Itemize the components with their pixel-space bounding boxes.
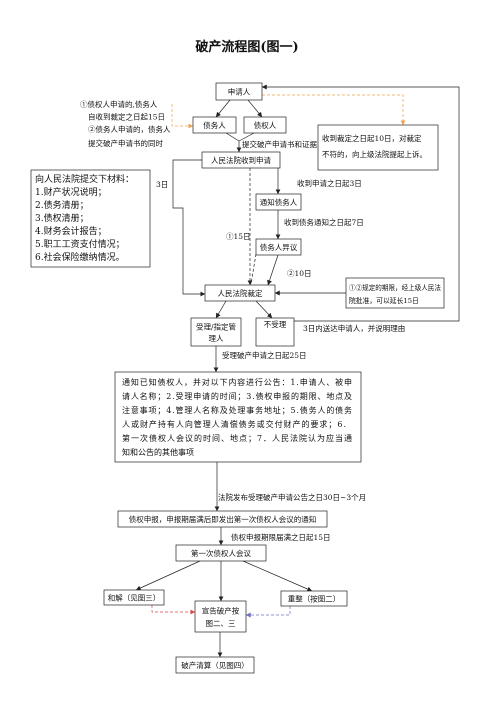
arrow-objection-to-ruling-dashed [250, 253, 257, 285]
node-debtor-objection: 债务人异议 [255, 238, 302, 256]
label-3-days: 3日 [156, 180, 168, 189]
node-applicant: 申请人 [215, 82, 263, 101]
node-bankruptcy: 宣告破产按 图二、三 [194, 600, 247, 633]
announcement-line-4: 人或财产持有人向管理人清偿债务或交付财产的要求；6. [122, 419, 346, 429]
node-accept-label-line-2: 理人 [209, 334, 224, 343]
node-notify-debtor: 通知债务人 [255, 193, 302, 211]
debtor-note-line-4: 提交破产申请书的同时 [88, 138, 163, 148]
node-creditor: 债权人 [243, 116, 287, 134]
extension-box: ①②规定的期限，经上级人民法 院批准，可以延长15日 [345, 277, 445, 309]
node-court-received-label: 人民法院收到申请 [211, 155, 271, 165]
arrow-meeting-to-reorganization [242, 560, 313, 592]
label-period-10: ②10日 [287, 269, 312, 278]
materials-box: 向人民法院提交下材料： 1.财产状况说明； 2.债务清册； 3.债权清册； 4.… [30, 169, 151, 268]
appeal-line-2: 不符的，向上级法院提起上诉。 [322, 149, 427, 159]
materials-line-2: 1.财产状况说明； [35, 186, 107, 198]
appeal-line-1: 收到裁定之日起10日，对裁定 [322, 133, 422, 143]
node-announcement: 通知已知债权人，并对以下内容进行公告：1.申请人、被申 请人名称；2.受理申请的… [114, 371, 362, 463]
announcement-line-6: 知和公告的其他事项 [122, 447, 194, 457]
arrow-applicant-to-appeal-box [262, 94, 406, 126]
materials-line-1: 向人民法院提交下材料： [35, 173, 134, 185]
arrow-applicant-to-debtor [215, 99, 231, 118]
node-settlement: 和解（见图三） [103, 589, 165, 606]
node-reorganization: 重整（按图二） [280, 590, 348, 607]
node-bankruptcy-label-line-2: 图二、三 [206, 619, 236, 628]
label-period-15: ①15日 [226, 232, 251, 241]
node-debtor: 债务人 [192, 116, 237, 134]
debtor-note-line-3: ②债务人申请的，债务人 [88, 124, 171, 134]
debtor-note-line-1: ①债权人申请的,债务人 [80, 99, 158, 109]
node-creditor-label: 债权人 [254, 120, 277, 130]
appeal-box: 收到裁定之日起10日，对裁定 不符的，向上级法院提起上诉。 [317, 124, 439, 171]
arrow-3-days-to-ruling [172, 159, 206, 297]
node-reject-label: 不受理 [264, 319, 287, 329]
node-court-ruling-label: 人民法院裁定 [218, 288, 263, 298]
materials-line-4: 3.债权清册； [35, 212, 89, 224]
connector-creditor-merge [238, 132, 255, 142]
node-settlement-label: 和解（见图三） [108, 593, 161, 603]
label-announcement-period: 法院发布受理破产申请公告之日30日~3个月 [218, 492, 366, 502]
materials-line-3: 2.债务清册； [35, 199, 89, 211]
arrow-note-to-debtor [171, 104, 194, 129]
node-applicant-label: 申请人 [228, 87, 251, 97]
announcement-line-1: 通知已知债权人，并对以下内容进行公告：1.申请人、被申 [122, 377, 352, 387]
node-court-received: 人民法院收到申请 [201, 151, 281, 169]
extension-line-2: 院批准，可以延长15日 [349, 296, 419, 305]
arrow-objection-to-ruling [267, 254, 279, 286]
label-reject-notice: 3日内送达申请人，并说明理由 [303, 323, 405, 333]
node-first-meeting-label: 第一次债权人会议 [191, 548, 251, 558]
announcement-line-3: 注意事项；4.管理人名称及处理事务地址；5.债务人的债务 [122, 405, 352, 415]
node-bankruptcy-label-line-1: 宣告破产按 [202, 606, 240, 616]
node-claim-filing: 债权申报，申报期届满后即发出第一次债权人会议的通知 [117, 510, 328, 528]
label-meeting-15-days: 债权申报期限届满之日起15日 [231, 532, 331, 542]
materials-line-7: 6.社会保险缴纳情况。 [35, 251, 125, 263]
node-debtor-label: 债务人 [203, 120, 226, 130]
node-notify-debtor-label: 通知债务人 [260, 197, 298, 207]
arrow-ruling-to-accept [215, 300, 227, 319]
arrow-settlement-to-bankruptcy [151, 605, 196, 615]
arrow-reorganization-to-bankruptcy [245, 606, 291, 618]
debtor-note-line-2: 自收到裁定之日起15日 [88, 112, 165, 122]
label-notice-7-days: 收到债务通知之日起7日 [284, 217, 364, 227]
node-first-meeting: 第一次债权人会议 [175, 544, 267, 562]
page-title: 破产流程图(图一) [195, 39, 298, 55]
node-accept-label-line-1: 受理/指定管 [196, 322, 237, 332]
node-court-ruling: 人民法院裁定 [204, 284, 276, 302]
node-reorganization-label: 重整（按图二） [288, 594, 341, 604]
arrow-meeting-to-settlement [135, 560, 201, 591]
label-submit-evidence: 提交破产申请书和证据 [242, 139, 317, 149]
arrow-applicant-to-creditor [247, 99, 263, 118]
label-received-3-days: 收到申请之日起3日 [297, 178, 362, 188]
node-reject: 不受理 [255, 317, 295, 347]
announcement-line-2: 请人名称；2.受理申请的时间；3.债权申报的期限、地点及 [122, 391, 352, 401]
node-liquidation-label: 破产清算（见图四） [181, 660, 249, 670]
node-liquidation: 破产清算（见图四） [175, 656, 255, 674]
extension-line-1: ①②规定的期限，经上级人民法 [349, 283, 441, 292]
materials-line-5: 4.财务会计报告； [35, 225, 107, 237]
label-accept-25-days: 受理破产申请之日起25日 [222, 350, 307, 360]
arrow-reject-to-applicant [261, 84, 460, 322]
node-claim-filing-label: 债权申报，申报期届满后即发出第一次债权人会议的通知 [129, 514, 317, 524]
arrow-ruling-to-reject [255, 300, 273, 319]
node-accept: 受理/指定管 理人 [190, 317, 242, 347]
node-debtor-objection-label: 债务人异议 [260, 242, 298, 252]
materials-line-6: 5.职工工资支付情况； [35, 238, 125, 250]
announcement-line-5: 第一次债权人会议的时间、地点；7．人民法院认为应当通 [122, 433, 352, 443]
connector-debtor-merge [225, 132, 240, 142]
